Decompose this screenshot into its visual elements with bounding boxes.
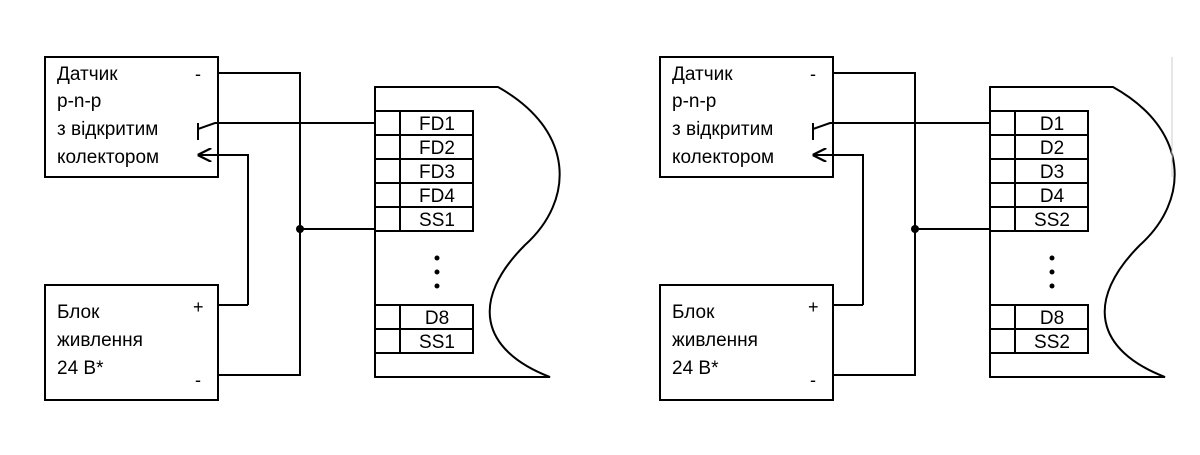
sensor-minus-sign: - bbox=[810, 64, 816, 84]
sensor-minus-sign: - bbox=[195, 64, 201, 84]
terminal-label: SS1 bbox=[419, 210, 455, 231]
terminal-label: FD3 bbox=[419, 162, 455, 183]
sensor-label-line4: колектором bbox=[672, 147, 774, 168]
ellipsis-dots bbox=[1049, 255, 1055, 289]
ellipsis-dots bbox=[434, 255, 440, 289]
psu-minus-sign: - bbox=[810, 370, 816, 390]
psu-box bbox=[659, 284, 834, 401]
sensor-label-line3: з відкритим bbox=[57, 119, 158, 140]
terminal-label: D8 bbox=[1040, 308, 1064, 329]
sensor-label-line4: колектором bbox=[57, 147, 159, 168]
psu-label-line3: 24 В* bbox=[57, 358, 104, 379]
terminal-label: D4 bbox=[1040, 186, 1065, 207]
terminal-label: D2 bbox=[1040, 138, 1064, 159]
terminal-block bbox=[374, 86, 561, 378]
terminal-group-bottom: D8 SS2 bbox=[989, 304, 1089, 354]
terminal-label: FD2 bbox=[419, 138, 455, 159]
sensor-label-line1: Датчик bbox=[57, 64, 118, 85]
sensor-label-line3: з відкритим bbox=[672, 119, 773, 140]
junction-dot bbox=[296, 225, 304, 233]
sensor-label-line1: Датчик bbox=[672, 64, 733, 85]
junction-dot bbox=[911, 225, 919, 233]
psu-label-line1: Блок bbox=[672, 302, 715, 323]
terminal-block bbox=[989, 86, 1176, 378]
psu-box bbox=[44, 284, 219, 401]
sensor-box bbox=[659, 56, 834, 178]
diagram-right: Датчик p-n-p з відкритим колектором - Бл… bbox=[659, 56, 1176, 401]
sensor-label-line2: p-n-p bbox=[672, 91, 716, 112]
psu-label-line1: Блок bbox=[57, 302, 100, 323]
psu-minus-sign: - bbox=[195, 370, 201, 390]
terminal-label: SS2 bbox=[1034, 210, 1070, 231]
terminal-label: D8 bbox=[425, 308, 449, 329]
terminal-group-bottom: D8 SS1 bbox=[374, 304, 474, 354]
wire-common bbox=[833, 72, 916, 376]
diagram-left: Датчик p-n-p з відкритим колектором - Бл… bbox=[44, 56, 561, 401]
psu-plus-sign: + bbox=[193, 297, 204, 317]
terminal-label: FD4 bbox=[419, 186, 455, 207]
terminal-label: SS1 bbox=[419, 332, 455, 353]
psu-label-line2: живлення bbox=[57, 330, 143, 351]
wire-common bbox=[218, 72, 301, 376]
terminal-label: D3 bbox=[1040, 162, 1064, 183]
psu-label-line2: живлення bbox=[672, 330, 758, 351]
terminal-label: FD1 bbox=[419, 114, 455, 135]
terminal-group-top: FD1 FD2 FD3 FD4 SS1 bbox=[374, 110, 474, 232]
sensor-label-line2: p-n-p bbox=[57, 91, 101, 112]
terminal-label: D1 bbox=[1040, 114, 1064, 135]
psu-plus-sign: + bbox=[808, 297, 819, 317]
sensor-box bbox=[44, 56, 219, 178]
psu-label-line3: 24 В* bbox=[672, 358, 719, 379]
terminal-label: SS2 bbox=[1034, 332, 1070, 353]
terminal-group-top: D1 D2 D3 D4 SS2 bbox=[989, 110, 1089, 232]
